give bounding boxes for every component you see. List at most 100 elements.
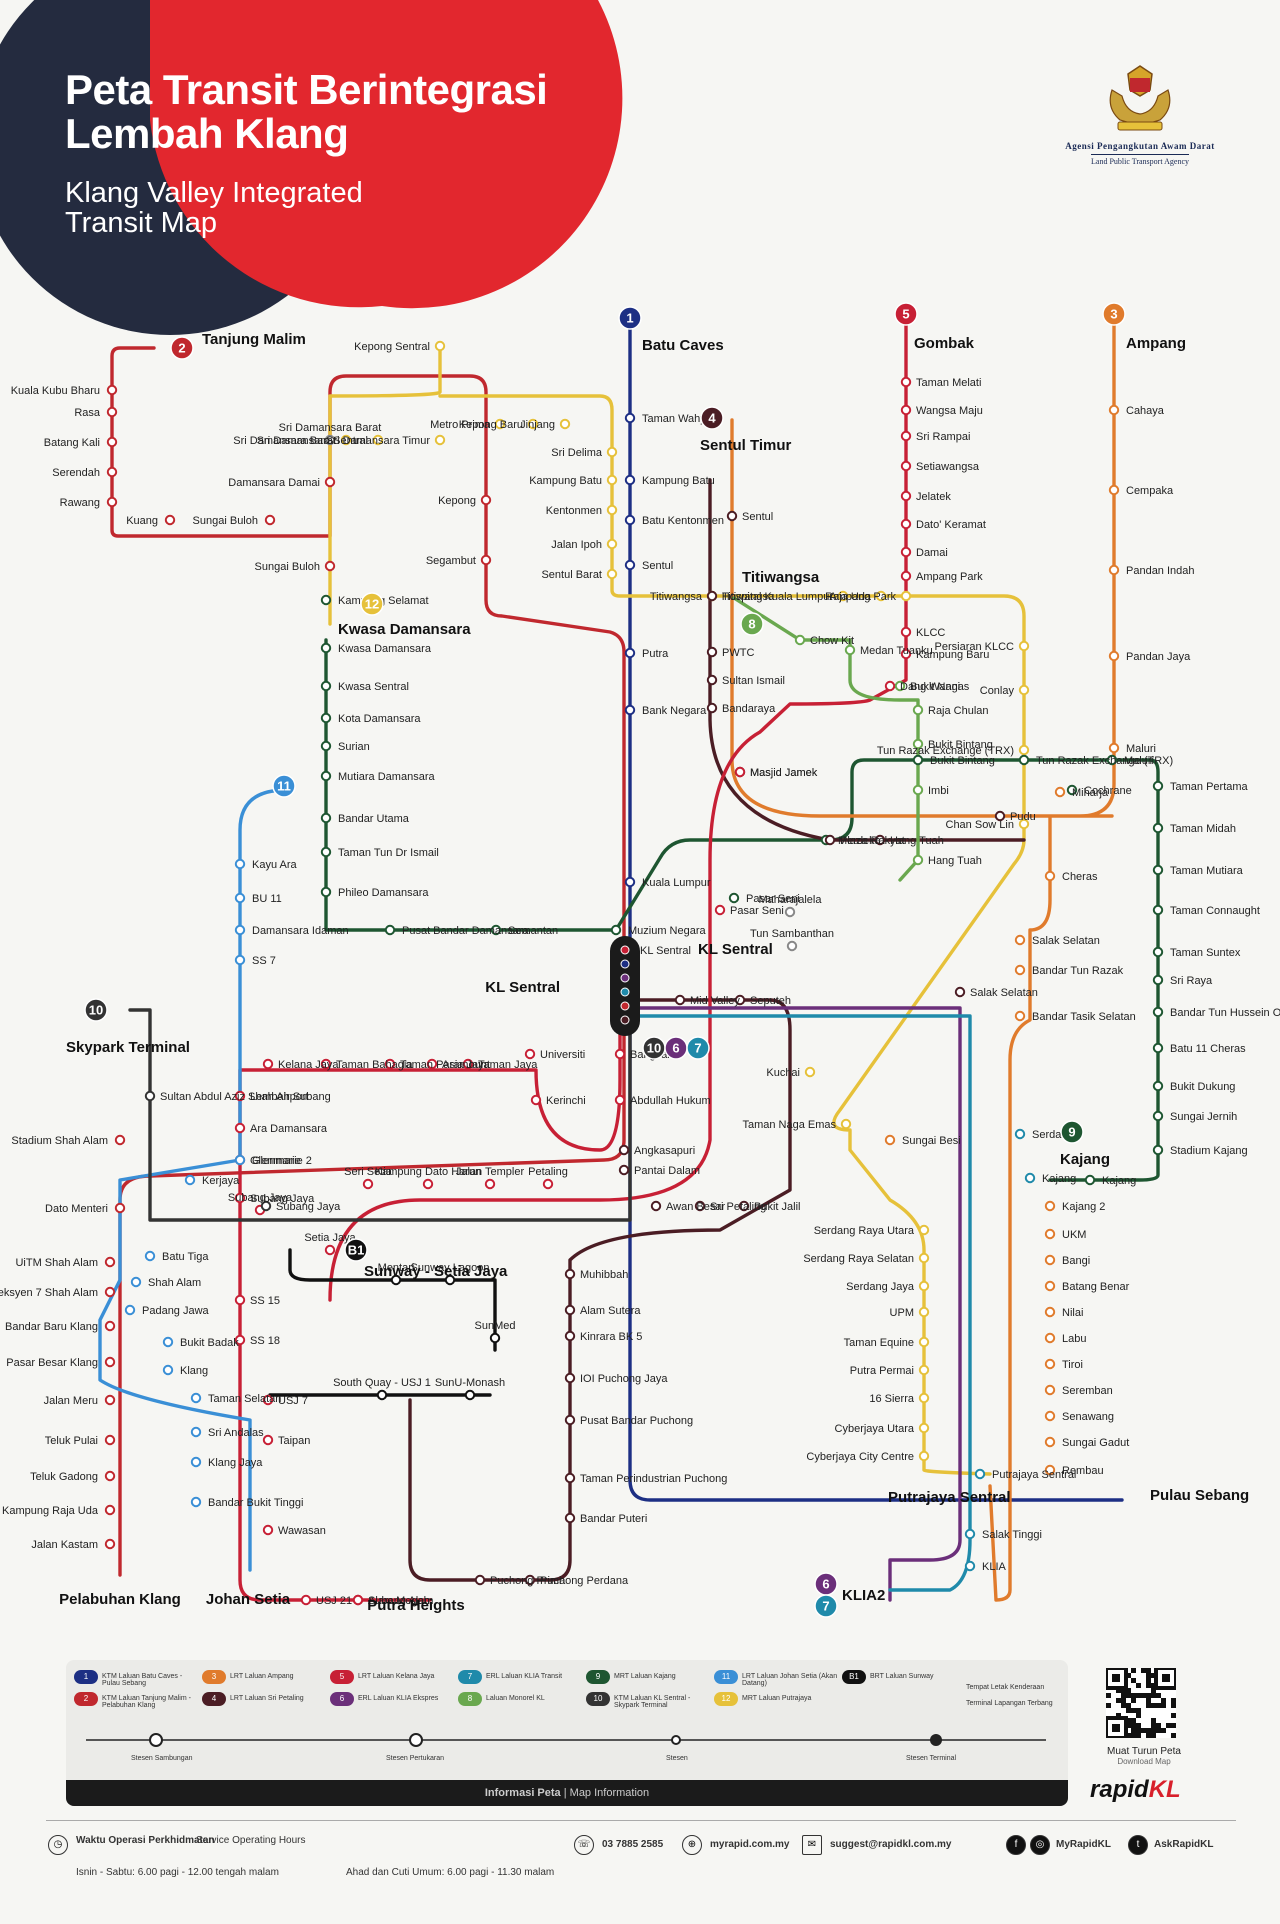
station-line5-26[interactable] (234, 1192, 246, 1204)
station-line3_south-10[interactable] (1044, 1332, 1056, 1344)
line-badge-12[interactable] (360, 592, 384, 616)
station-line8-5[interactable] (912, 784, 924, 796)
qr-code-icon[interactable] (1106, 1668, 1176, 1738)
station-line9_west-6[interactable] (320, 812, 332, 824)
station-line2_south-5[interactable] (104, 1356, 116, 1368)
station-line5-11[interactable] (734, 766, 746, 778)
station-line3_ampang-5[interactable] (1054, 786, 1066, 798)
station-line9_east-10[interactable] (1152, 1144, 1164, 1156)
station-line7-1[interactable] (1024, 1172, 1036, 1184)
station-line8-2[interactable] (894, 680, 906, 692)
station-line3_south-6[interactable] (1044, 1228, 1056, 1240)
station-line9_east-9[interactable] (1152, 1110, 1164, 1122)
station-line1_north-3[interactable] (624, 559, 636, 571)
station-line4_sentul-1[interactable] (706, 590, 718, 602)
station-line10-1[interactable] (260, 1200, 272, 1212)
station-line3_south-5[interactable] (1044, 1200, 1056, 1212)
station-line11-13[interactable] (190, 1456, 202, 1468)
station-line12_north-7[interactable] (606, 446, 618, 458)
station-line9_west-0[interactable] (320, 594, 332, 606)
station-line12_north-3[interactable] (434, 434, 446, 446)
station-line9_east-0[interactable] (1152, 780, 1164, 792)
station-line9_east-5[interactable] (1152, 974, 1164, 986)
station-line5-22[interactable] (262, 1058, 274, 1070)
station-line1_north-0[interactable] (624, 412, 636, 424)
station-line11-8[interactable] (124, 1304, 136, 1316)
station-line12_north-14[interactable] (875, 590, 887, 602)
station-line1_north-4[interactable] (624, 647, 636, 659)
station-line3_ampang-1[interactable] (1108, 484, 1120, 496)
station-line4_south-13[interactable] (564, 1472, 576, 1484)
station-line4_south-3[interactable] (734, 994, 746, 1006)
station-line7-0[interactable] (1014, 1128, 1026, 1140)
station-line3_south-15[interactable] (1044, 1464, 1056, 1476)
station-line12_south-8[interactable] (918, 1392, 930, 1404)
station-line12_south-2[interactable] (918, 1224, 930, 1236)
facebook-handle[interactable]: MyRapidKL (1056, 1839, 1111, 1850)
station-line5-23[interactable] (234, 1090, 246, 1102)
station-line5-18[interactable] (462, 1058, 474, 1070)
station-line12_north-13[interactable] (837, 590, 849, 602)
station-line12_north-2[interactable] (372, 434, 384, 446)
line-badge-5[interactable] (894, 302, 918, 326)
station-line3_south-14[interactable] (1044, 1436, 1056, 1448)
station-line4_south-10[interactable] (564, 1330, 576, 1342)
station-misc-0[interactable] (786, 940, 798, 952)
station-line9_west-3[interactable] (320, 712, 332, 724)
station-line11-2[interactable] (234, 924, 246, 936)
station-line12_north-10[interactable] (606, 538, 618, 550)
station-line12_north-15[interactable] (900, 590, 912, 602)
station-line2_south-9[interactable] (104, 1504, 116, 1516)
station-line11-3[interactable] (234, 954, 246, 966)
station-line5-28[interactable] (234, 1334, 246, 1346)
station-line5-29[interactable] (262, 1394, 274, 1406)
station-line5_south-0[interactable] (362, 1178, 374, 1190)
station-line4_south-11[interactable] (564, 1372, 576, 1384)
station-line4_south-5[interactable] (650, 1200, 662, 1212)
station-line3_ampang-3[interactable] (1108, 650, 1120, 662)
station-lineB1-0[interactable] (390, 1274, 402, 1286)
station-line2_north-1[interactable] (106, 406, 118, 418)
station-line2_south-2[interactable] (104, 1256, 116, 1268)
station-line8-3[interactable] (912, 704, 924, 716)
station-line12_north-17[interactable] (1018, 684, 1030, 696)
station-line9_west-7[interactable] (320, 846, 332, 858)
facebook-icon[interactable]: f (1006, 1835, 1026, 1855)
station-line11-1[interactable] (234, 892, 246, 904)
station-line2_north-2[interactable] (106, 436, 118, 448)
station-line3_south-3[interactable] (1014, 1010, 1026, 1022)
station-line5-24[interactable] (234, 1122, 246, 1134)
station-line4_south-1[interactable] (618, 1164, 630, 1176)
station-line5-1[interactable] (900, 404, 912, 416)
station-line4_south-8[interactable] (564, 1268, 576, 1280)
station-line4_south-2[interactable] (674, 994, 686, 1006)
station-line4_sentul-0[interactable] (726, 510, 738, 522)
station-line4_sentul-7[interactable] (874, 834, 886, 846)
station-line12_south-1[interactable] (840, 1118, 852, 1130)
station-line9_east-7[interactable] (1152, 1042, 1164, 1054)
station-line2_north-4[interactable] (106, 496, 118, 508)
station-line9_east-2[interactable] (1152, 864, 1164, 876)
station-line5-0[interactable] (900, 376, 912, 388)
station-line12_north-9[interactable] (606, 504, 618, 516)
line-badge-9[interactable] (1060, 1120, 1084, 1144)
station-line3_south-7[interactable] (1044, 1254, 1056, 1266)
station-lineB1-1[interactable] (444, 1274, 456, 1286)
station-line3_ampang-2[interactable] (1108, 564, 1120, 576)
station-line9_east-3[interactable] (1152, 904, 1164, 916)
station-line12_south-6[interactable] (918, 1336, 930, 1348)
station-line12_north-16[interactable] (1018, 640, 1030, 652)
station-line2_south-7[interactable] (104, 1434, 116, 1446)
station-line5-12[interactable] (714, 904, 726, 916)
station-line4_south-14[interactable] (564, 1512, 576, 1524)
station-line4_south-4[interactable] (954, 986, 966, 998)
twitter-handle[interactable]: AskRapidKL (1154, 1839, 1214, 1850)
station-line12_south-4[interactable] (918, 1280, 930, 1292)
station-lineB1-4[interactable] (376, 1389, 388, 1401)
station-misc-1[interactable] (784, 906, 796, 918)
station-line12_south-10[interactable] (918, 1450, 930, 1462)
station-line2_south-3[interactable] (104, 1286, 116, 1298)
station-line4_sentul-2[interactable] (706, 646, 718, 658)
station-line5-15[interactable] (614, 1094, 626, 1106)
station-line5_south-3[interactable] (542, 1178, 554, 1190)
